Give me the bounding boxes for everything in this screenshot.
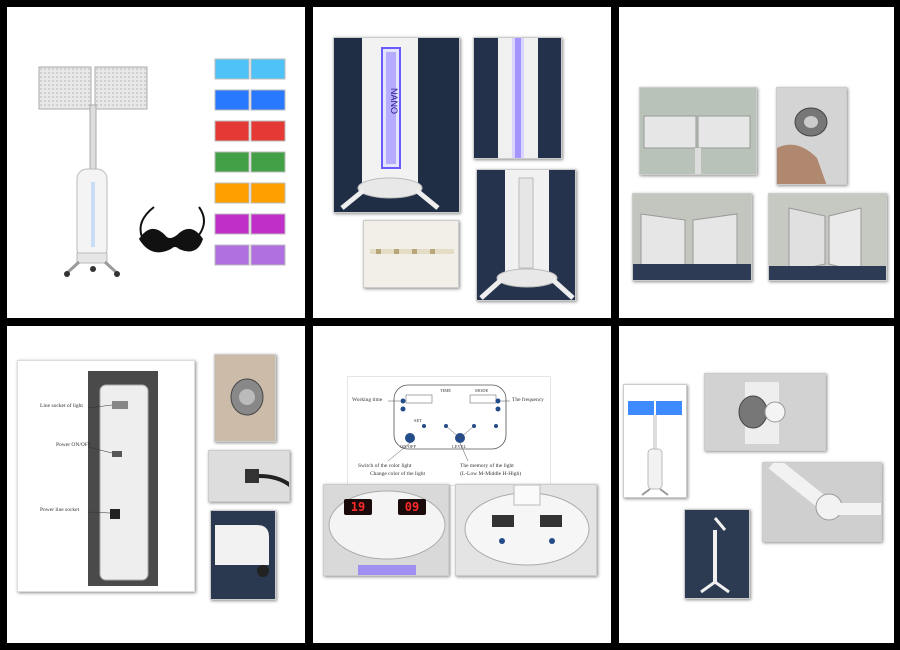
device-overview-illustration (38, 58, 286, 277)
display-right: 09 (398, 499, 426, 515)
label-switch-light: Switch of the color light (358, 463, 412, 469)
label-working-time: Working time (352, 397, 383, 403)
color-panel-6 (250, 213, 286, 235)
color-panel-1 (214, 58, 250, 80)
photo-display-lit: 19 09 (323, 484, 449, 576)
panel-device-overview (7, 7, 305, 318)
photo-caster-wheel (210, 510, 276, 600)
color-panel-6 (214, 213, 250, 235)
color-panel-2 (214, 89, 250, 111)
photo-heads-open (639, 87, 757, 175)
photo-device-blue-light (623, 384, 687, 498)
photo-heads-angled (632, 193, 752, 281)
label-on-off: ON/OFF (400, 444, 417, 449)
label-time: TIME (440, 388, 451, 393)
photo-column-base (476, 169, 576, 301)
label-memory: The memory of the light (460, 463, 514, 469)
display-left: 19 (344, 499, 372, 515)
photo-column-top (473, 37, 562, 159)
color-panel-5 (214, 182, 250, 204)
color-panel-3 (250, 120, 286, 142)
color-panel-3 (214, 120, 250, 142)
color-panel-2 (250, 89, 286, 111)
photo-hinge-closeup (704, 373, 826, 451)
panel-arm-details (619, 326, 894, 643)
panel-folding-heads (619, 7, 894, 318)
label-change-color: Change color of the light (370, 471, 425, 477)
label-frequency: The frequency (512, 397, 544, 403)
photo-display-off (455, 484, 597, 576)
color-panel-4 (214, 151, 250, 173)
photo-led-strip (363, 220, 459, 288)
photo-heads-folded (768, 193, 887, 281)
photo-column-lit: NANO (333, 37, 460, 213)
color-panel-4 (250, 151, 286, 173)
label-power-socket: Power line socket (40, 507, 80, 513)
label-mode: MODE (475, 388, 489, 393)
photo-plug-connector (214, 354, 276, 442)
color-panel-7 (214, 244, 250, 266)
photo-hinge-knob (776, 87, 847, 185)
label-power-switch: Power ON/OFF (56, 442, 91, 448)
photo-arm-joint (762, 462, 882, 542)
panel-control-panel: TIME MODE Working time The frequency SET… (313, 326, 611, 643)
label-level: LEVEL (452, 444, 467, 449)
label-levels: (L-Low M-Middle H-High) (460, 471, 522, 477)
control-panel-diagram: TIME MODE Working time The frequency SET… (347, 376, 551, 486)
photo-cable-plugged (208, 450, 290, 502)
color-panel-5 (250, 182, 286, 204)
color-panel-7 (250, 244, 286, 266)
label-set: SET (414, 418, 423, 423)
photo-floor-standing (684, 509, 750, 599)
nano-brand-text: NANO (389, 88, 399, 114)
color-panel-1 (250, 58, 286, 80)
photo-back-annotated: Line socket of light Power ON/OFF Power … (17, 360, 195, 592)
panel-column-details: NANO (313, 7, 611, 318)
label-line-socket: Line socket of light (40, 403, 83, 409)
panel-back-connections: Line socket of light Power ON/OFF Power … (7, 326, 305, 643)
